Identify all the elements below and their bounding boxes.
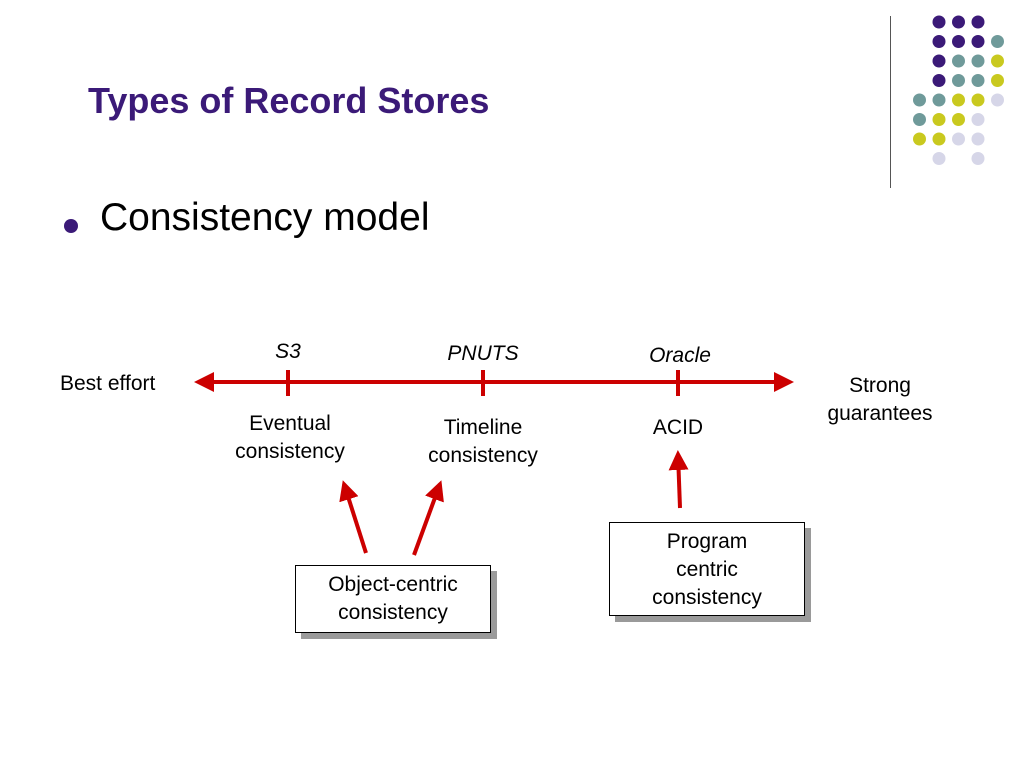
decorative-dot [913,132,926,146]
decorative-dot [971,15,985,29]
decorative-dot [971,35,985,48]
decorative-dot [971,113,985,126]
bullet-icon [64,219,78,233]
decorative-dot [952,132,965,146]
decorative-dot [913,113,926,126]
decorative-dot [991,93,1004,107]
box-object-centric: Object-centric consistency [295,565,491,633]
decorative-dot [952,74,965,87]
decorative-dot [932,152,946,165]
decorative-dot [991,74,1004,87]
decorative-dot [932,35,946,48]
decorative-dot [991,35,1004,48]
decorative-dot [991,54,1004,68]
system-label-s3: S3 [275,340,301,363]
model-label-eventual: Eventual consistency [235,412,345,463]
box-program-centric: Program centric consistency [609,522,805,616]
decorative-dot [952,93,965,107]
decorative-dot [952,113,965,126]
arrow-program-to-acid [668,450,689,509]
decorative-dot [952,35,965,48]
decorative-dot-grid [913,15,1004,165]
vertical-divider [890,16,891,188]
bullet-text: Consistency model [100,196,430,239]
decorative-dot [952,15,965,29]
arrow-object-to-timeline [412,480,444,556]
decorative-dot [932,93,946,107]
decorative-dot [971,132,985,146]
system-label-oracle: Oracle [649,344,711,367]
decorative-dot [971,74,985,87]
decorative-dot [932,132,946,146]
label-best-effort: Best effort [60,372,156,395]
decorative-dot [932,113,946,126]
decorative-dot [971,54,985,68]
slide-title: Types of Record Stores [88,80,490,121]
decorative-dot [932,15,946,29]
decorative-dot [913,93,926,107]
model-label-acid: ACID [652,416,704,439]
decorative-dot [932,54,946,68]
decorative-dot [952,54,965,68]
label-strong-guarantees: Strong guarantees [827,374,933,425]
decorative-dot [971,152,985,165]
model-label-timeline: Timeline consistency [428,416,538,467]
decorative-dot [932,74,946,87]
arrow-object-to-eventual [339,480,368,554]
system-label-pnuts: PNUTS [447,342,519,365]
decorative-dot [971,93,985,107]
